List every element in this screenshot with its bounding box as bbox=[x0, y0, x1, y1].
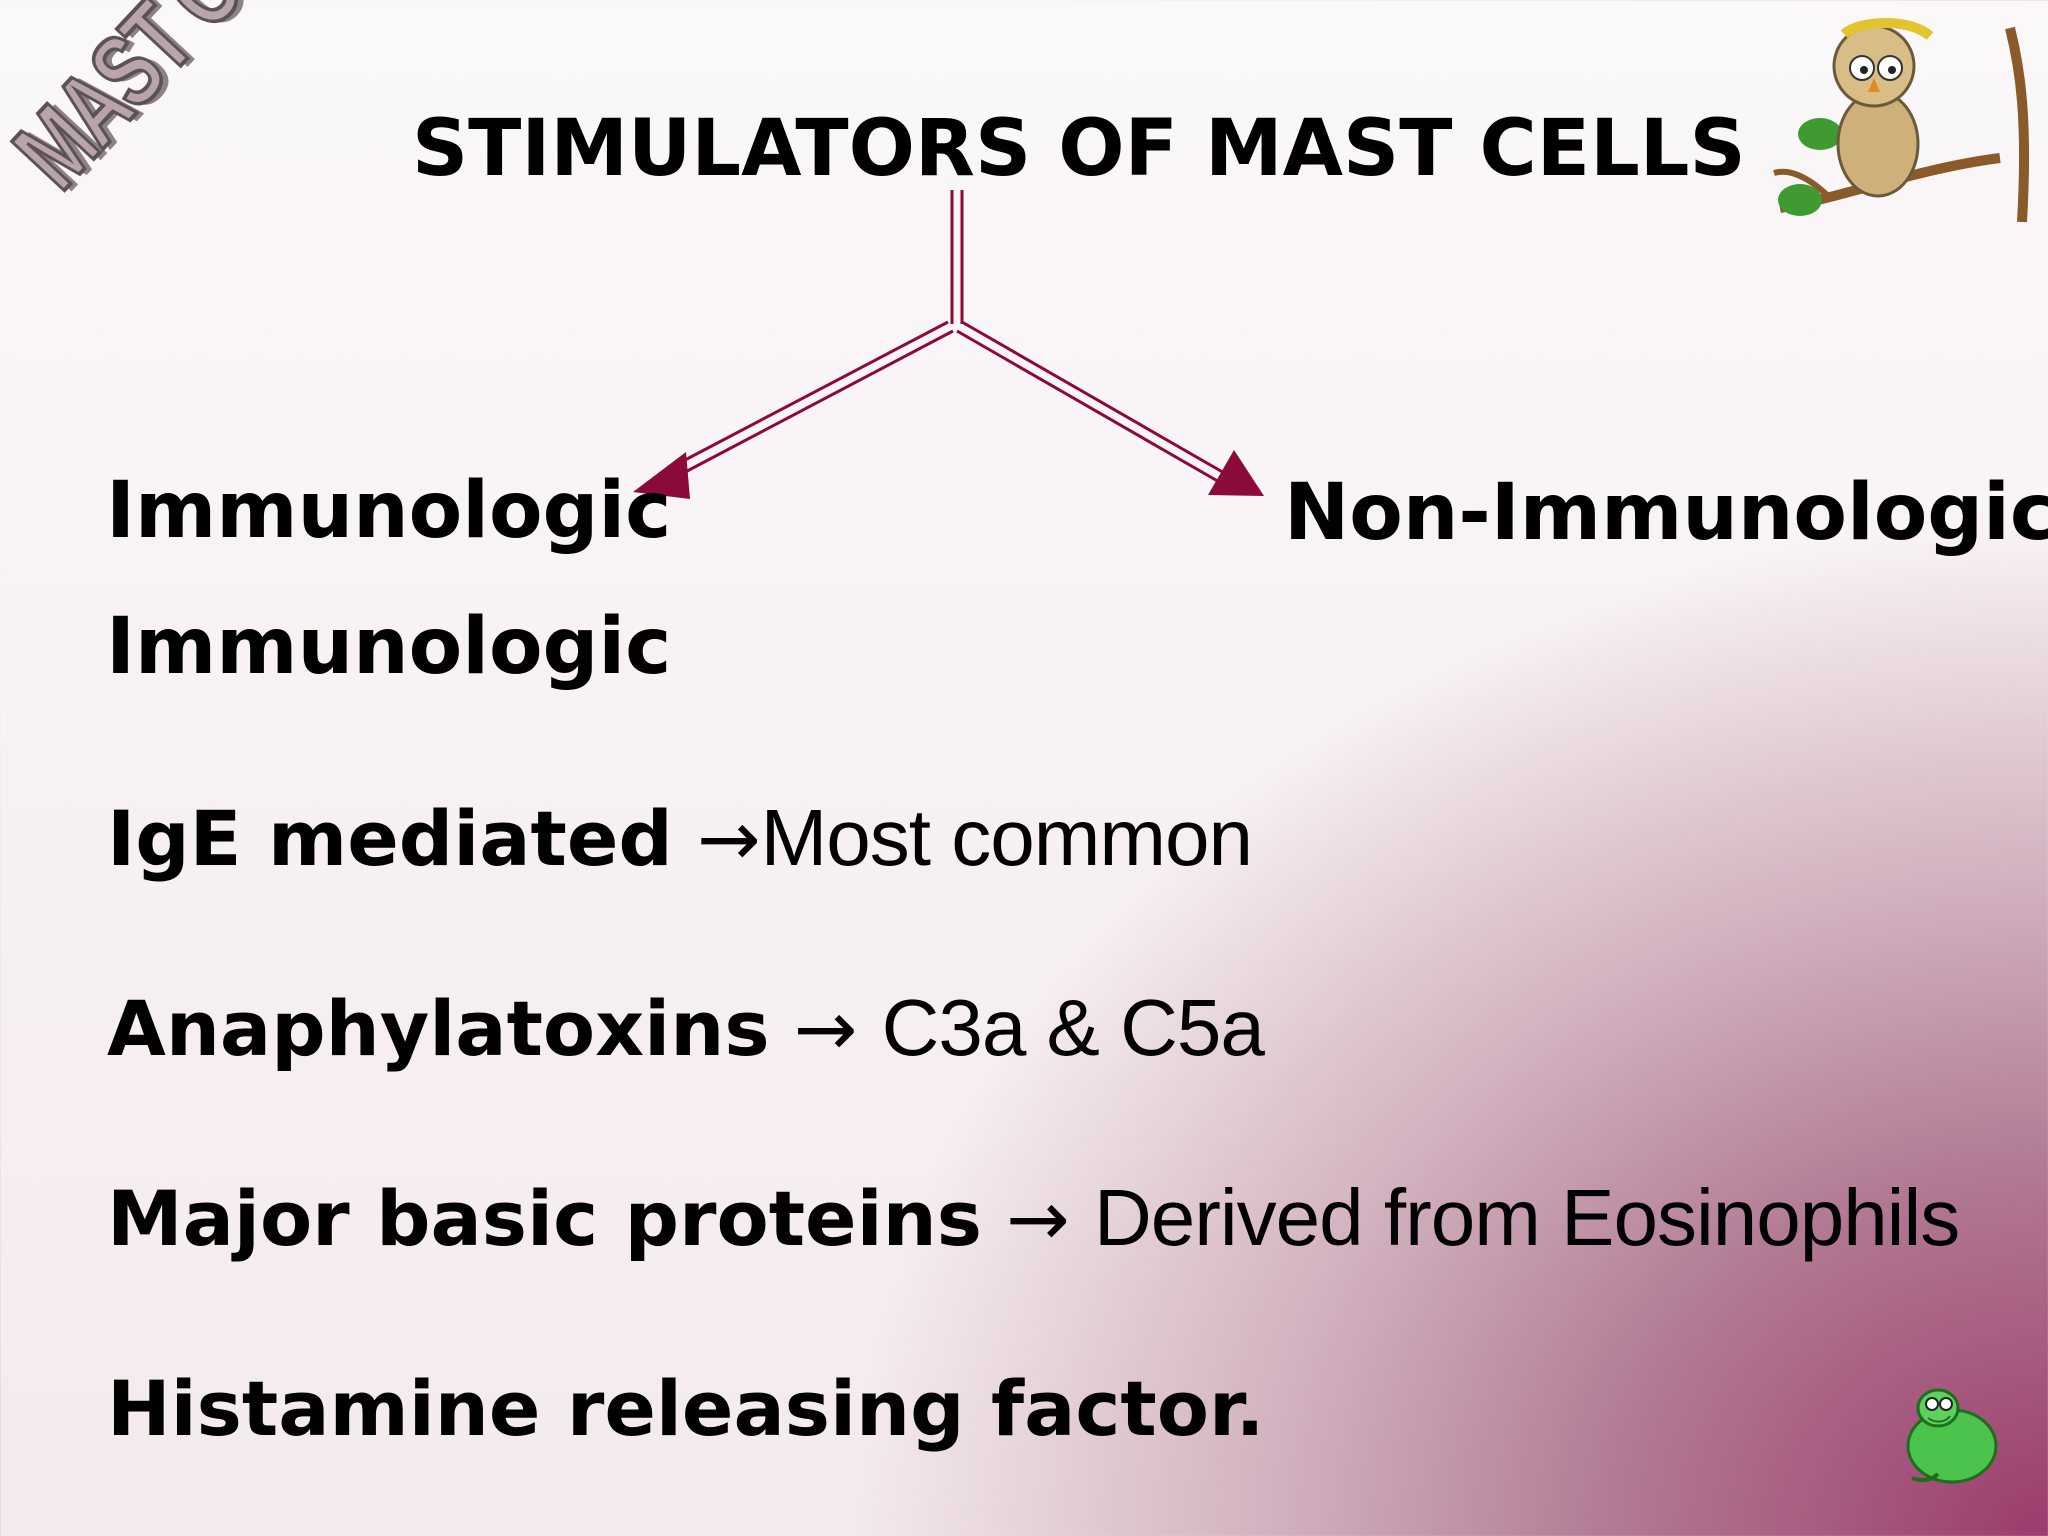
slide-title: STIMULATORS OF MAST CELLS bbox=[412, 104, 1746, 194]
item-desc: C3a & C5a bbox=[881, 983, 1265, 1072]
item-desc: Most common bbox=[760, 793, 1253, 882]
item-term: Histamine releasing factor. bbox=[107, 1364, 1265, 1453]
list-item: Anaphylatoxins → C3a & C5a bbox=[107, 982, 1265, 1074]
branch-arrow-diagram bbox=[665, 190, 1227, 485]
item-arrow: → bbox=[769, 984, 882, 1073]
item-term: IgE mediated bbox=[107, 794, 673, 883]
branch-right-label: Non-Immunologic bbox=[1284, 468, 2048, 558]
frog-icon bbox=[1906, 1388, 1998, 1484]
left-arrowhead bbox=[633, 452, 690, 499]
branch-left-label: Immunologic bbox=[106, 466, 672, 556]
item-arrow: → bbox=[981, 1174, 1094, 1263]
item-desc: Derived from Eosinophils bbox=[1093, 1173, 1960, 1262]
list-item: Histamine releasing factor. bbox=[107, 1364, 1264, 1453]
item-term: Major basic proteins bbox=[107, 1174, 982, 1263]
item-arrow: → bbox=[672, 794, 761, 883]
section-heading: Immunologic bbox=[106, 602, 672, 692]
owl-on-branch-icon bbox=[1773, 18, 2030, 223]
list-item: IgE mediated →Most common bbox=[107, 792, 1253, 884]
right-arrowhead bbox=[1208, 450, 1264, 496]
item-term: Anaphylatoxins bbox=[107, 984, 770, 1073]
list-item: Major basic proteins → Derived from Eosi… bbox=[107, 1172, 1960, 1264]
